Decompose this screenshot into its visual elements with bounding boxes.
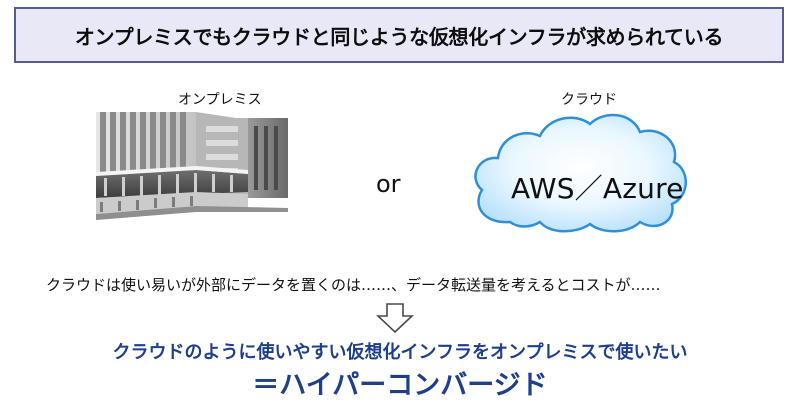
concern-text: クラウドは使い易いが外部にデータを置くのは……、データ転送量を考えるとコストが…… <box>46 276 661 294</box>
cloud-providers-label: AWS／Azure <box>511 172 684 205</box>
conclusion-text: クラウドのように使いやすい仮想化インフラをオンプレミスで使いたい <box>112 342 688 363</box>
onprem-label: オンプレミス <box>178 92 262 108</box>
headline-box: オンプレミスでもクラウドと同じような仮想化インフラが求められている <box>14 7 784 63</box>
or-label: or <box>376 170 401 198</box>
hyperconverged-heading: ＝ハイパーコンバージド <box>252 370 548 401</box>
down-arrow-icon <box>376 303 414 333</box>
headline-text: オンプレミスでもクラウドと同じような仮想化インフラが求められている <box>74 24 724 49</box>
cloud-label: クラウド <box>561 92 617 108</box>
cloud-icon <box>474 113 687 233</box>
office-building-icon <box>96 112 288 220</box>
